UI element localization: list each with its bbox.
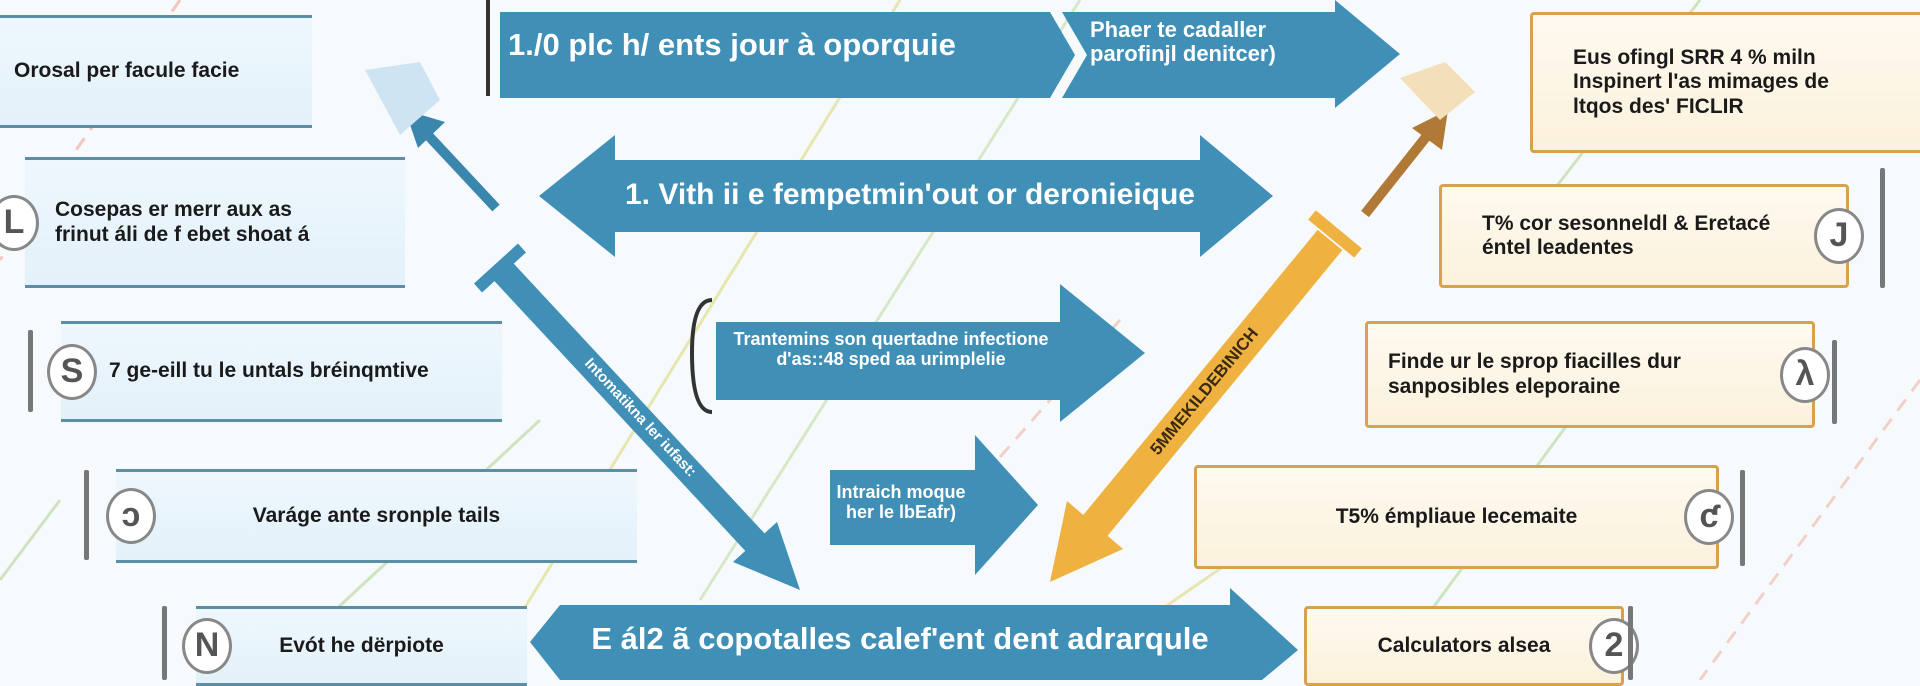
center-upper-arrow — [716, 284, 1145, 422]
left-box-2-line-1: Cosepas er merr aux as — [55, 198, 292, 222]
top-arrow-right-label: Phaer te cadaller parofinjl denitcer) — [1090, 17, 1320, 67]
left-box-3: S 7 ge-eill tu le untals bréinqmtive — [47, 321, 502, 422]
right-box-2-line-1: T% cor sesonneldl & Eretacé — [1482, 211, 1771, 235]
center-upper-line-1: Trantemins son quertadne infectione — [733, 329, 1049, 349]
right-box-3-bar — [1832, 340, 1837, 424]
right-box-2: T% cor sesonneldl & Eretacé éntel leaden… — [1439, 184, 1864, 288]
right-box-5-bar — [1628, 606, 1633, 680]
up-left-pointer-arrow — [365, 62, 500, 212]
badge-c-hook: ƈ — [1684, 489, 1734, 545]
middle-double-arrow-label: 1. Vith ii e fempetmin'out or deronieiqu… — [625, 178, 1195, 211]
center-lower-arrow — [830, 435, 1038, 575]
right-box-4-bar — [1740, 470, 1745, 566]
left-box-4: ↄ Varáge ante sronple tails — [106, 469, 637, 563]
left-box-5-text: Evót he dërpiote — [279, 633, 444, 657]
bottom-arrow — [530, 588, 1298, 680]
right-box-3-line-2: sanposibles eleporaine — [1388, 374, 1621, 398]
top-arrow-right-line-2: parofinjl denitcer) — [1090, 41, 1276, 67]
left-box-5-bar — [162, 606, 167, 680]
orange-diagonal-label: 5MMEKILDEBINICH — [1146, 324, 1262, 459]
left-box-5: N Evót he dërpiote — [182, 606, 527, 686]
left-box-1-text: Orosal per facule facie — [14, 59, 240, 83]
left-box-2: L Cosepas er merr aux as frinut áli de f… — [0, 157, 405, 288]
center-upper-arrow-label: Trantemins son quertadne infectione d'as… — [716, 329, 1066, 370]
right-box-1-line-2: Inspinert l'as mimages de — [1573, 70, 1829, 94]
right-box-2-bar — [1880, 168, 1885, 288]
left-box-4-text: Varáge ante sronple tails — [252, 503, 501, 527]
right-box-1-text: Eus ofingl SRR 4 % miln Inspinert l'as m… — [1573, 46, 1829, 118]
right-box-4: T5% émpliaue lecemaite ƈ — [1194, 465, 1734, 569]
center-lower-line-1: Intraich moque — [836, 482, 966, 502]
bottom-arrow-label: E ál2 ã copotalles calef'ent dent adrarq… — [591, 621, 1209, 656]
left-box-2-text: Cosepas er merr aux as frinut áli de f e… — [55, 198, 309, 246]
badge-lambda: λ — [1780, 346, 1830, 403]
right-box-5-text: Calculators alsea — [1377, 633, 1551, 657]
right-box-2-line-2: éntel leadentes — [1482, 236, 1634, 259]
right-box-4-text: T5% émpliaue lecemaite — [1335, 504, 1578, 528]
middle-double-arrow — [539, 135, 1273, 257]
up-right-pointer-arrow — [1361, 62, 1475, 218]
right-box-2-text: T% cor sesonneldl & Eretacé éntel leaden… — [1482, 212, 1770, 260]
center-lower-line-2: her le lbEafr) — [845, 501, 957, 522]
left-box-1: Orosal per facule facie — [0, 15, 312, 128]
right-box-3: Finde ur le sprop fiacilles dur sanposib… — [1365, 321, 1830, 428]
blue-diagonal-label: Intomatikna ler iufast: — [581, 355, 700, 481]
badge-hook: ↄ — [106, 488, 156, 544]
badge-l: L — [0, 194, 39, 251]
left-box-4-bar — [84, 470, 89, 560]
badge-n: N — [182, 618, 232, 674]
right-box-5: Calculators alsea 2 — [1304, 606, 1639, 686]
left-box-2-line-2: frinut áli de f ebet shoat á — [55, 222, 310, 246]
right-box-3-line-1: Finde ur le sprop fiacilles dur — [1388, 350, 1681, 374]
right-box-1-line-1: Eus ofingl SRR 4 % miln — [1573, 46, 1816, 70]
center-bracket — [689, 298, 713, 414]
right-box-1: Eus ofingl SRR 4 % miln Inspinert l'as m… — [1530, 12, 1920, 153]
badge-j: J — [1814, 208, 1864, 264]
right-box-1-line-3: ltqos des' FICLIR — [1573, 94, 1744, 118]
left-box-3-text: 7 ge-eill tu le untals bréinqmtive — [109, 359, 429, 383]
top-arrow-right-line-1: Phaer te cadaller — [1090, 17, 1267, 42]
top-arrow-left — [500, 12, 1075, 98]
top-arrow-right — [1062, 0, 1400, 108]
center-lower-arrow-label: Intraich moque her le lbEafr) — [826, 482, 976, 523]
badge-s: S — [47, 343, 97, 400]
top-arrow-left-label: 1./0 plc h/ ents jour à oporquie — [508, 27, 956, 62]
left-box-3-bar — [28, 330, 33, 412]
right-box-3-text: Finde ur le sprop fiacilles dur sanposib… — [1388, 350, 1681, 398]
center-upper-line-2: d'as::48 sped aa urimplelie — [776, 348, 1006, 369]
